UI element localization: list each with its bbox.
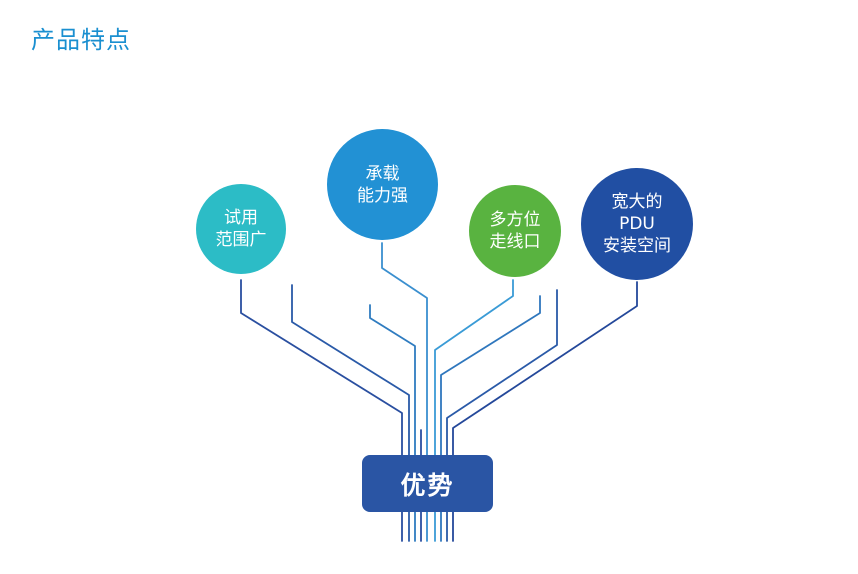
connector-line <box>434 279 514 542</box>
feature-node-cable-entry: 多方位 走线口 <box>469 185 561 277</box>
node-label-line: 试用 <box>224 208 258 228</box>
node-label-line: 范围广 <box>215 230 267 250</box>
node-label-line: 承载 <box>365 163 400 184</box>
feature-node-pdu-space: 宽大的 PDU 安装空间 <box>581 168 693 280</box>
node-label-line: PDU <box>619 214 655 234</box>
node-label-line: 多方位 <box>489 210 541 230</box>
feature-node-load-capacity: 承载 能力强 <box>327 129 438 240</box>
node-label-line: 宽大的 <box>611 192 663 212</box>
node-label-line: 走线口 <box>489 232 541 252</box>
page-title: 产品特点 <box>31 26 131 54</box>
node-label-line: 安装空间 <box>603 236 671 256</box>
node-label-line: 能力强 <box>357 185 408 206</box>
connector-line <box>381 242 428 542</box>
core-advantage-box: 优势 <box>362 455 493 512</box>
feature-node-application-range: 试用 范围广 <box>196 184 286 274</box>
connector-line <box>369 304 416 542</box>
